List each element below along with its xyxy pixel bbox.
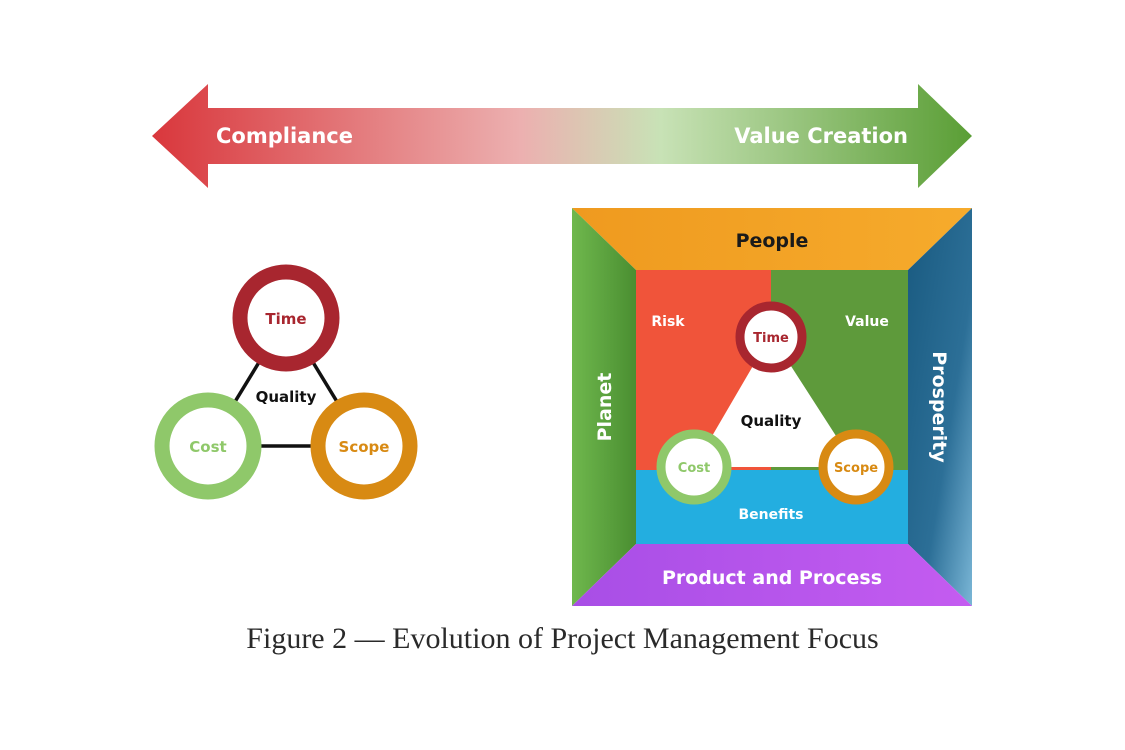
inner-time-node <box>735 301 807 373</box>
risk-label: Risk <box>651 314 685 330</box>
planet-label: Planet <box>594 373 616 442</box>
product-process-panel <box>572 544 972 606</box>
compliance-value-arrow: Compliance Value Creation <box>152 84 972 188</box>
figure-caption: Figure 2 — Evolution of Project Manageme… <box>246 622 879 655</box>
inner-quality-triangle <box>694 335 856 467</box>
quality-label: Quality <box>256 388 317 406</box>
inner-scope-node <box>818 429 894 505</box>
time-node <box>232 264 340 372</box>
iron-triangle-diagram: Time Cost Scope Quality <box>154 264 418 500</box>
people-label: People <box>736 230 809 252</box>
inner-quality-label: Quality <box>741 412 802 430</box>
scope-label: Scope <box>339 438 390 456</box>
inner-cost-label: Cost <box>678 461 710 476</box>
time-label: Time <box>265 310 306 328</box>
prosperity-panel <box>908 208 972 606</box>
prosperity-label: Prosperity <box>928 351 950 463</box>
cost-label: Cost <box>189 438 226 456</box>
benefits-label: Benefits <box>738 507 803 523</box>
inner-cost-node <box>656 429 732 505</box>
inner-scope-label: Scope <box>834 461 878 476</box>
cost-node <box>154 392 262 500</box>
value-creation-label: Value Creation <box>734 124 908 148</box>
people-panel <box>572 208 972 270</box>
value-label: Value <box>845 314 889 330</box>
product-process-label: Product and Process <box>662 567 882 589</box>
inner-time-label: Time <box>753 331 789 346</box>
planet-panel <box>572 208 636 606</box>
compliance-label: Compliance <box>216 124 353 148</box>
sustainability-frame-diagram: People Planet Prosperity Product and Pro… <box>572 208 972 606</box>
scope-node <box>310 392 418 500</box>
double-arrow-shape <box>152 84 972 188</box>
